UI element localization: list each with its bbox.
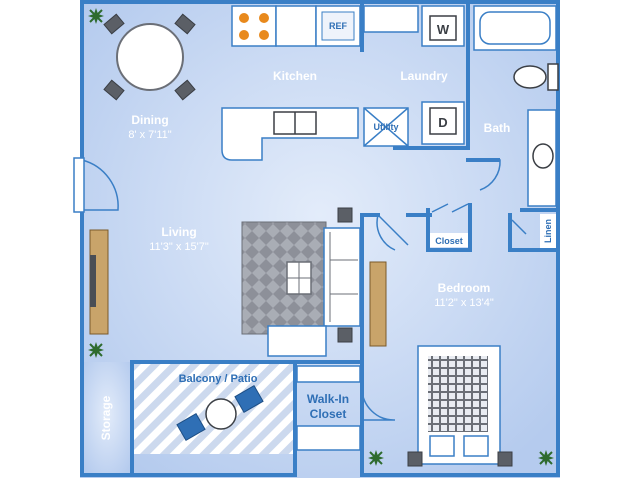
sofa [323,227,361,327]
laundry-shelf [363,5,419,33]
utility-cross [363,107,409,147]
storage-label: Storage [99,395,113,440]
linen-label: Linen [543,219,553,243]
patio-chair [234,385,264,413]
burner-icon [239,13,249,23]
end-table [337,327,353,343]
walkin-door-swing [361,387,396,421]
bathtub-basin [479,11,551,45]
stove [231,5,277,47]
dining-chair [174,79,196,101]
linen-door-swing [511,219,527,235]
bedroom-door-swing [376,214,409,251]
walkin-shelf [296,425,361,451]
refrigerator-label: REF [329,21,348,31]
bath-label: Bath [484,121,511,135]
patio-table [205,398,237,430]
burner-icon [259,30,269,40]
closet-walls [426,203,560,252]
living-dimensions: 11'3" x 15'7" [149,241,209,253]
dining-chair [103,13,125,35]
bed-quilt [428,356,488,432]
closet-label: Closet [435,236,463,246]
toilet-bowl [513,65,547,89]
dryer-panel [429,107,457,135]
burner-icon [239,30,249,40]
bedroom-label: Bedroom [438,281,491,295]
nightstand [407,451,423,467]
dryer-label: D [438,115,447,130]
refrigerator-door [321,11,355,41]
end-table [337,207,353,223]
entry-door [73,157,85,213]
balcony-label: Balcony / Patio [179,373,258,385]
closet-door-swing [431,203,469,213]
entry-door-swing [81,159,119,211]
bath-door-swing [470,159,501,191]
pillow [429,435,455,457]
walkin-shelf [296,365,361,383]
plant-icon [88,342,104,358]
armchair [267,325,327,357]
linen-label-box [540,214,556,248]
dining-label: Dining [131,113,168,127]
washer-label: W [437,22,450,37]
kitchen-counter-top [275,5,317,47]
walkin-label-line2: Closet [310,407,347,421]
dresser [369,261,387,347]
coffee-table-cross [287,262,311,294]
toilet-tank [547,63,559,91]
burner-icon [259,13,269,23]
dining-table [116,23,184,91]
pillow [463,435,489,457]
walkin-label-line1: Walk-In [307,392,349,406]
kitchen-label: Kitchen [273,69,317,83]
patio-chair [176,413,206,441]
storage-wall [80,360,134,477]
dining-chair [174,13,196,35]
bedroom-dimensions: 11'2" x 13'4" [434,297,494,309]
bath-sink [532,143,554,169]
plant-icon [538,450,554,466]
laundry-label: Laundry [400,69,448,83]
dining-dimensions: 8' x 7'11" [128,129,171,141]
dining-chair [103,79,125,101]
plant-icon [368,450,384,466]
living-label: Living [161,225,196,239]
laundry-bath-wall [393,0,470,150]
sofa-cushions [329,232,358,322]
area-rug [241,221,327,335]
plant-icon [88,8,104,24]
storage-floor [82,362,132,477]
closet-label-box [430,233,468,247]
nightstand [497,451,513,467]
washer-panel [429,15,457,41]
tv [90,255,96,307]
utility-label: Utility [373,122,398,132]
